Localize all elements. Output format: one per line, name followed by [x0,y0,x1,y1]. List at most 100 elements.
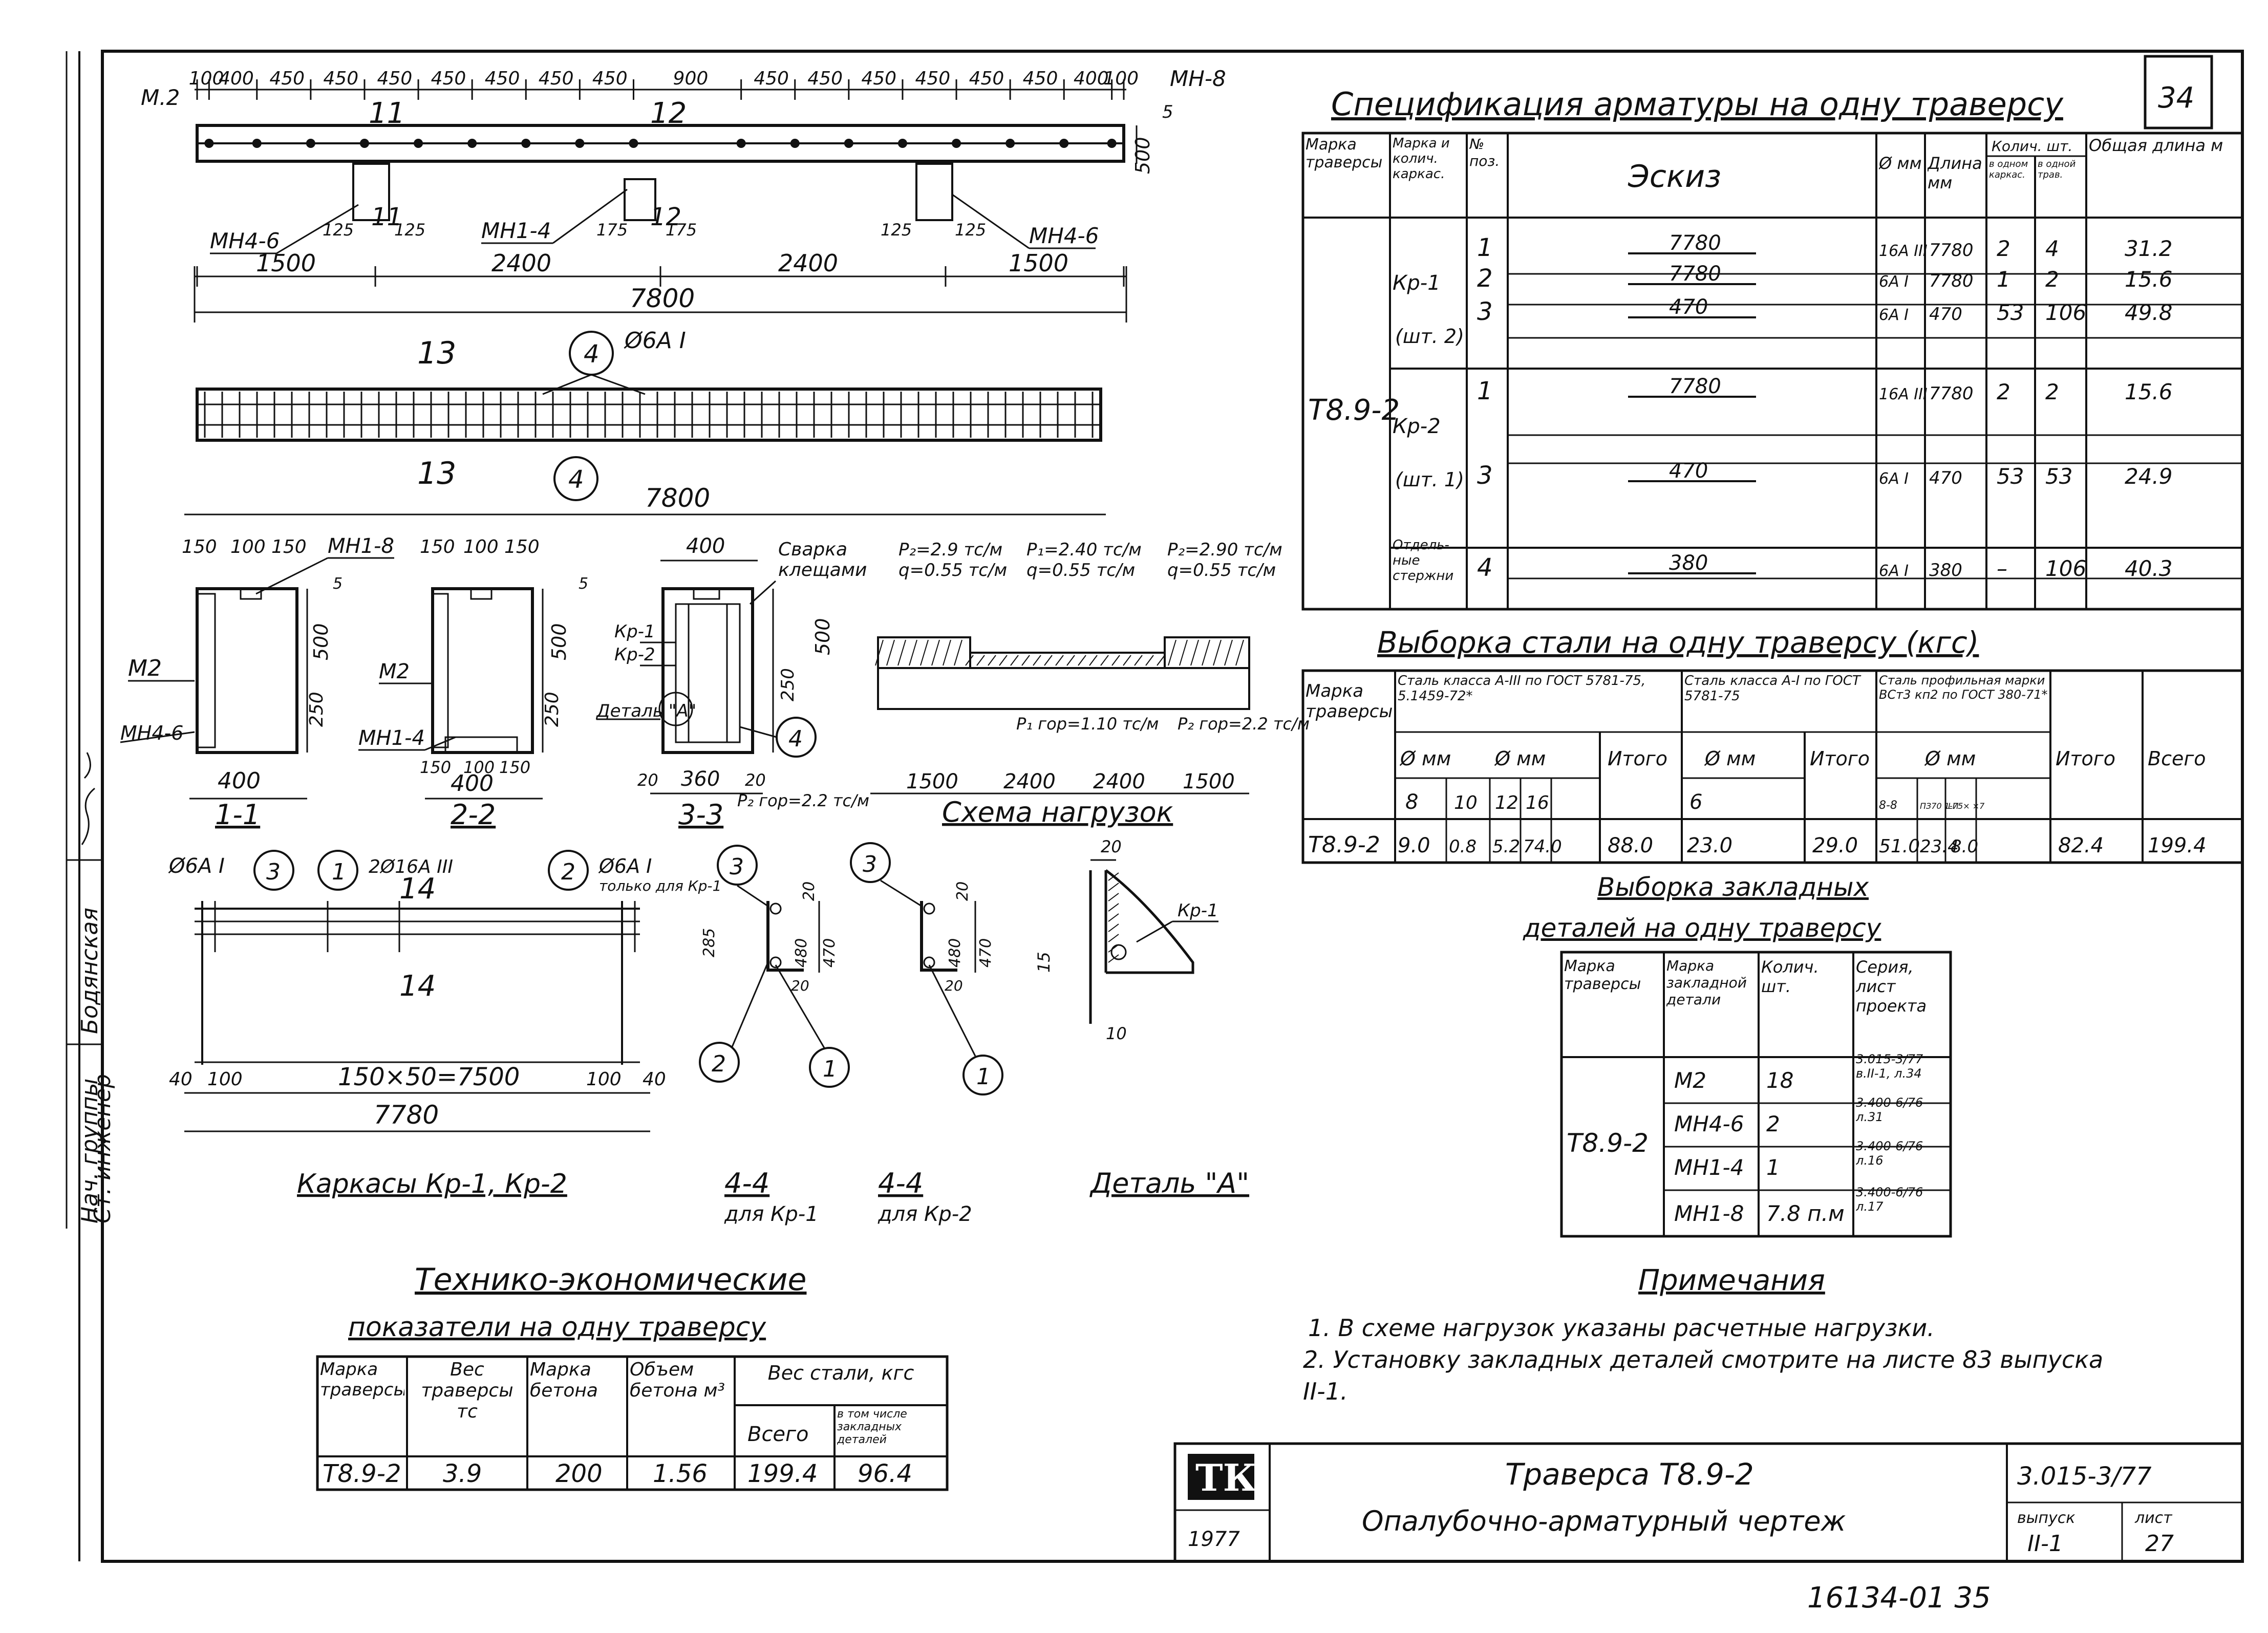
spacing-label: 450 [485,68,520,89]
dim-150: 150 [420,536,455,557]
hatch [954,639,962,666]
spec-cell-q1: 53 [1997,464,2024,489]
dim-100: 100 [463,536,499,557]
steel-a3-10: 0.8 [1449,836,1477,857]
insert-left [352,163,390,221]
spec-cell-pos: 3 [1477,297,1493,326]
hatch [1190,639,1199,666]
year: 1977 [1188,1528,1240,1551]
spec-cell-len: 380 [1929,560,1962,581]
steel-h-p3: L75× ×7 [1948,801,1985,811]
spec-h-qty: Колич. шт. [1992,138,2072,155]
steel-a1-6: 23.0 [1687,834,1732,857]
emb-part: МН4-6 [1674,1111,1744,1136]
hatch [875,639,884,666]
segment-4: 1500 [1009,249,1068,277]
dim-125: 125 [955,220,986,240]
spec-cell-len: 7780 [1929,240,1974,261]
spec-cell-total: 40.3 [2125,556,2173,581]
emb-ref: 3.400-6/76 л.17 [1856,1185,1923,1214]
spec-cell-pos: 4 [1477,553,1493,582]
dim-100b: 100 [463,758,495,777]
load-scheme: P₂=2.9 тс/м q=0.55 тс/м P₁=2.40 тс/м q=0… [737,540,1310,828]
dim-285: 285 [700,928,718,957]
sheet-number: 34 [2158,81,2194,115]
detail-hatch [1108,872,1119,963]
load-beam [877,667,1250,710]
spec-cell-dia: 6А I [1879,562,1909,580]
steel-a3-8: 9.0 [1398,834,1430,857]
steel-p-total: 82.4 [2058,834,2104,857]
spec-title: Спецификация арматуры на одну траверсу [1331,85,2064,123]
spacing-label: 900 [673,68,709,89]
hatch [1100,655,1109,666]
spacing-label: 400 [219,68,254,89]
hatch [999,655,1008,666]
section-label: 3-3 [678,799,723,831]
spec-cell-q1: 2 [1997,236,2010,261]
spacing-label: 450 [592,68,628,89]
plan-total: 7800 [645,483,710,513]
spec-cell-q1: 53 [1997,300,2024,325]
marker-4: 4 [584,340,600,369]
span-2: 2400 [1003,770,1056,793]
total-length: 7800 [630,284,695,313]
item-m2: М.2 [141,85,180,110]
section-mark-12: 12 [650,97,687,130]
spec-frame-label: Кр-2 [1393,415,1441,438]
hatch [1213,639,1222,666]
spec-frame: Кр-1 [1393,271,1441,295]
marker-1: 1 [332,859,346,885]
tech-indicators: Технико-экономические показатели на одну… [316,1262,949,1491]
tech-h-mark: Марка траверсы [320,1359,404,1400]
dim-150b: 150 [420,758,451,777]
steel-grand: 199.4 [2148,834,2207,857]
dim-360: 360 [681,767,720,791]
spec-row-lines [1390,273,2242,579]
logo [1188,1454,1254,1500]
dim-100: 100 [207,1069,243,1090]
load-q-mid: q=0.55 тс/м [1026,560,1135,581]
tech-title-1: Технико-экономические [415,1262,806,1298]
item-m2: М2 [128,655,162,681]
hatch [1033,655,1041,666]
sheet-label: лист [2134,1509,2173,1527]
section-sub: для Кр-1 [724,1202,819,1226]
load-hatch [875,639,1244,666]
marker-circle [717,845,758,886]
embedded-title-1: Выборка закладных [1597,872,1869,902]
embedded-plate [196,593,216,748]
insert-label-2: МН1-4 [481,218,551,243]
hatch [1108,923,1119,932]
tech-steel-total: 199.4 [747,1459,818,1488]
spec-cell-total: 31.2 [2125,236,2173,261]
tech-h-concrete: Марка бетона [530,1359,598,1401]
marker-circle [699,1042,740,1083]
hatch [1157,655,1165,666]
emb-part: МН1-8 [1674,1201,1744,1226]
steel-h-a1: Сталь класса А-I по ГОСТ 5781-75 [1684,673,1860,704]
load-p2-right: P₂=2.90 тс/м [1167,540,1282,560]
spec-cell-dia: 6А I [1879,273,1909,291]
spec-cell-pos: 1 [1477,377,1493,405]
hatch [1108,954,1119,963]
spacing-label: 450 [969,68,1004,89]
embedded-title-2: деталей на одну траверсу [1523,913,1882,943]
emb-h-ref: Серия, лист проекта [1856,957,1927,1016]
dim-20: 20 [637,770,658,790]
embedded-table [1560,951,1952,1238]
spec-cell-pos: 3 [1477,461,1493,490]
hatch [1134,655,1143,666]
load-p1: P₁=2.40 тс/м [1026,540,1142,560]
spacing-label: 100 [1103,68,1139,89]
emb-part: МН1-4 [1674,1155,1744,1180]
steel-h-10: 10 [1454,792,1478,813]
spec-frame: Отдель-ные стержни [1393,538,1453,584]
section-mark-14b: 14 [399,970,436,1003]
sidebar-role-1: Нач. группы [77,1079,103,1223]
marker-4b: 4 [568,465,584,494]
emb-h-qty: Колич. шт. [1761,957,1819,996]
spec-cell-total: 49.8 [2125,300,2173,325]
spec-cell-dia: 16А III [1879,385,1928,403]
